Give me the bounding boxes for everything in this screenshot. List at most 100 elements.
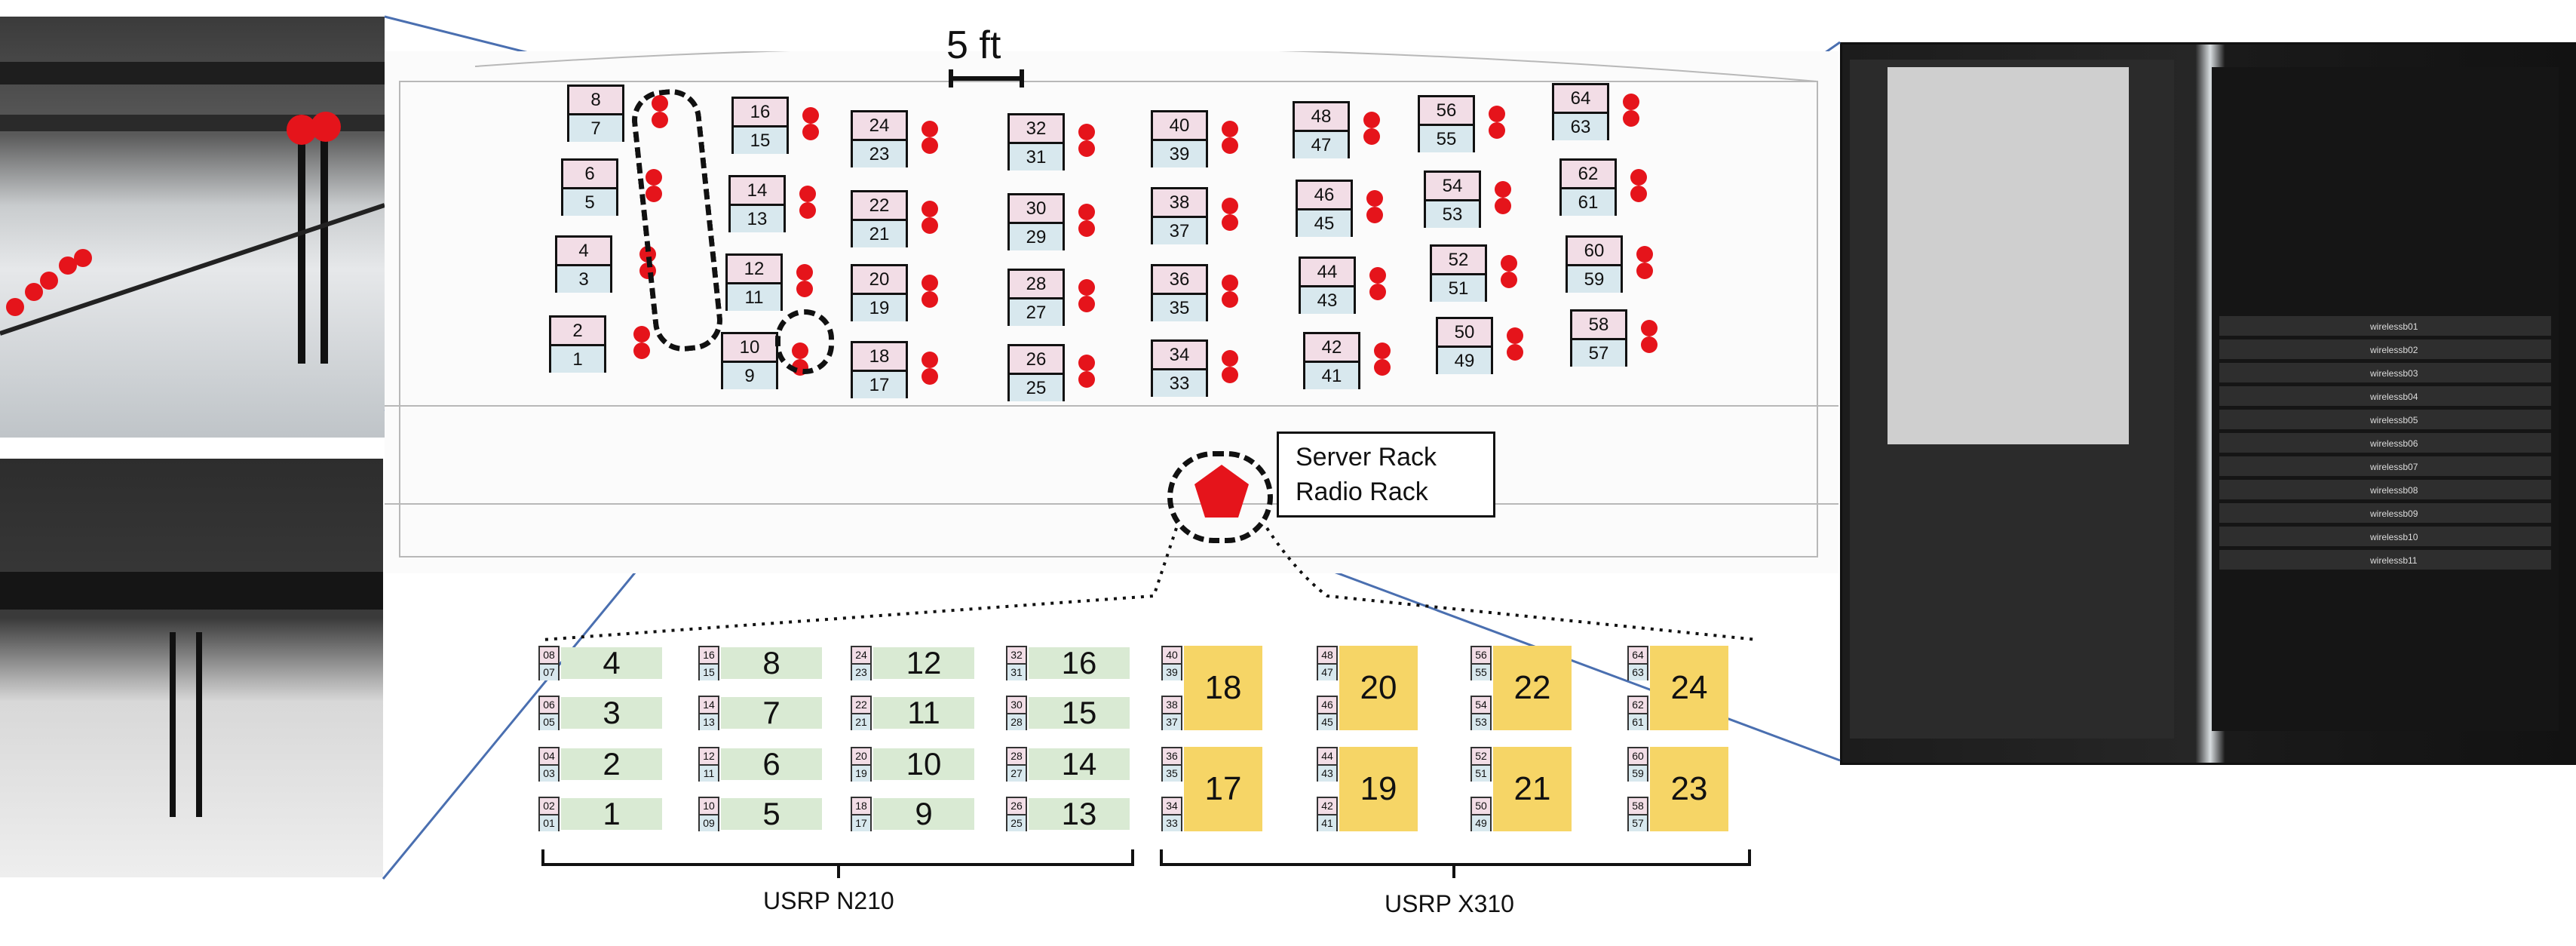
antenna-marker	[646, 169, 662, 186]
antenna-marker	[1507, 344, 1523, 361]
node-id-bottom: 7	[569, 115, 622, 142]
usrp-n210-slot: 12	[873, 647, 974, 679]
pair-top: 24	[852, 647, 870, 665]
node-id-top: 30	[1010, 195, 1063, 224]
usrp-x310-slot: 19	[1339, 747, 1418, 831]
rack-unit	[2219, 386, 2551, 406]
pair-top: 36	[1163, 748, 1181, 766]
rack-unit-label: wirelessb05	[2369, 415, 2418, 425]
antenna-marker	[1641, 336, 1658, 353]
node-id-bottom: 51	[1432, 275, 1485, 302]
node-id-top: 20	[853, 266, 906, 295]
node-id-top: 12	[728, 256, 780, 284]
antenna-marker	[922, 121, 938, 137]
antenna-marker	[1078, 371, 1095, 388]
node-id-bottom: 55	[1420, 126, 1473, 152]
node-id-bottom: 9	[723, 363, 776, 389]
antenna-marker	[799, 186, 816, 202]
usrp-n210-slot: 2	[561, 748, 662, 780]
pair-bottom: 19	[852, 766, 870, 782]
rack-unit-label: wirelessb07	[2369, 462, 2418, 472]
rack-unit-label: wirelessb01	[2369, 321, 2418, 332]
pair-bottom: 45	[1318, 714, 1336, 730]
node-id-bottom: 21	[853, 221, 906, 247]
antenna-marker	[1222, 350, 1238, 367]
antenna-marker	[1222, 275, 1238, 291]
pair-top: 30	[1007, 697, 1026, 714]
pair-top: 18	[852, 798, 870, 815]
ceiling-antenna-photo	[0, 17, 385, 438]
pair-bottom: 25	[1007, 815, 1026, 831]
node-id-top: 22	[853, 192, 906, 221]
pair-bottom: 11	[700, 766, 718, 782]
node-id-top: 2	[551, 318, 604, 346]
pair-top: 28	[1007, 748, 1026, 766]
usrp-x310-slot: 17	[1184, 747, 1262, 831]
node-id-top: 48	[1295, 103, 1348, 132]
node-id-top: 60	[1568, 238, 1621, 266]
antenna-marker	[922, 352, 938, 368]
antenna-marker	[1641, 320, 1658, 336]
scale-bar	[949, 69, 1024, 88]
pair-top: 60	[1629, 748, 1647, 766]
pair-bottom: 01	[540, 815, 558, 831]
rack-pentagon-icon	[1194, 465, 1249, 518]
antenna-marker	[1495, 198, 1511, 214]
rack-unit	[2219, 363, 2551, 382]
rack-label: Server Rack Radio Rack	[1277, 432, 1495, 518]
node-id-top: 50	[1438, 319, 1491, 348]
rack-unit	[2219, 456, 2551, 476]
antenna-marker	[1078, 204, 1095, 220]
rack-unit	[2219, 339, 2551, 359]
pair-bottom: 35	[1163, 766, 1181, 782]
rack-unit	[2219, 527, 2551, 546]
node-id-top: 42	[1305, 334, 1358, 363]
ceiling-antenna-illustration	[0, 62, 385, 364]
usrp-n210-slot: 6	[721, 748, 822, 780]
rack-unit-label: wirelessb10	[2369, 532, 2418, 542]
rack-unit	[2219, 433, 2551, 453]
pair-top: 08	[540, 647, 558, 665]
antenna-marker	[802, 107, 819, 124]
antenna-marker	[646, 186, 662, 202]
pair-bottom: 17	[852, 815, 870, 831]
usrp-x310-label: USRP X310	[1385, 890, 1514, 917]
antenna-marker	[1222, 137, 1238, 154]
node-id-top: 52	[1432, 247, 1485, 275]
pair-bottom: 27	[1007, 766, 1026, 782]
usrp-n210-slot: 3	[561, 697, 662, 729]
antenna-marker	[1078, 296, 1095, 312]
pair-bottom: 13	[700, 714, 718, 730]
antenna-marker	[802, 124, 819, 140]
node-id-bottom: 23	[853, 141, 906, 167]
node-id-bottom: 19	[853, 295, 906, 321]
pair-top: 20	[852, 748, 870, 766]
pair-top: 44	[1318, 748, 1336, 766]
pair-top: 34	[1163, 798, 1181, 815]
node-id-bottom: 63	[1554, 114, 1607, 140]
antenna-marker	[1501, 255, 1517, 272]
pair-bottom: 28	[1007, 714, 1026, 730]
node-id-top: 40	[1153, 112, 1206, 141]
node-id-top: 54	[1426, 173, 1479, 201]
antenna-marker	[1222, 121, 1238, 137]
pair-top: 02	[540, 798, 558, 815]
